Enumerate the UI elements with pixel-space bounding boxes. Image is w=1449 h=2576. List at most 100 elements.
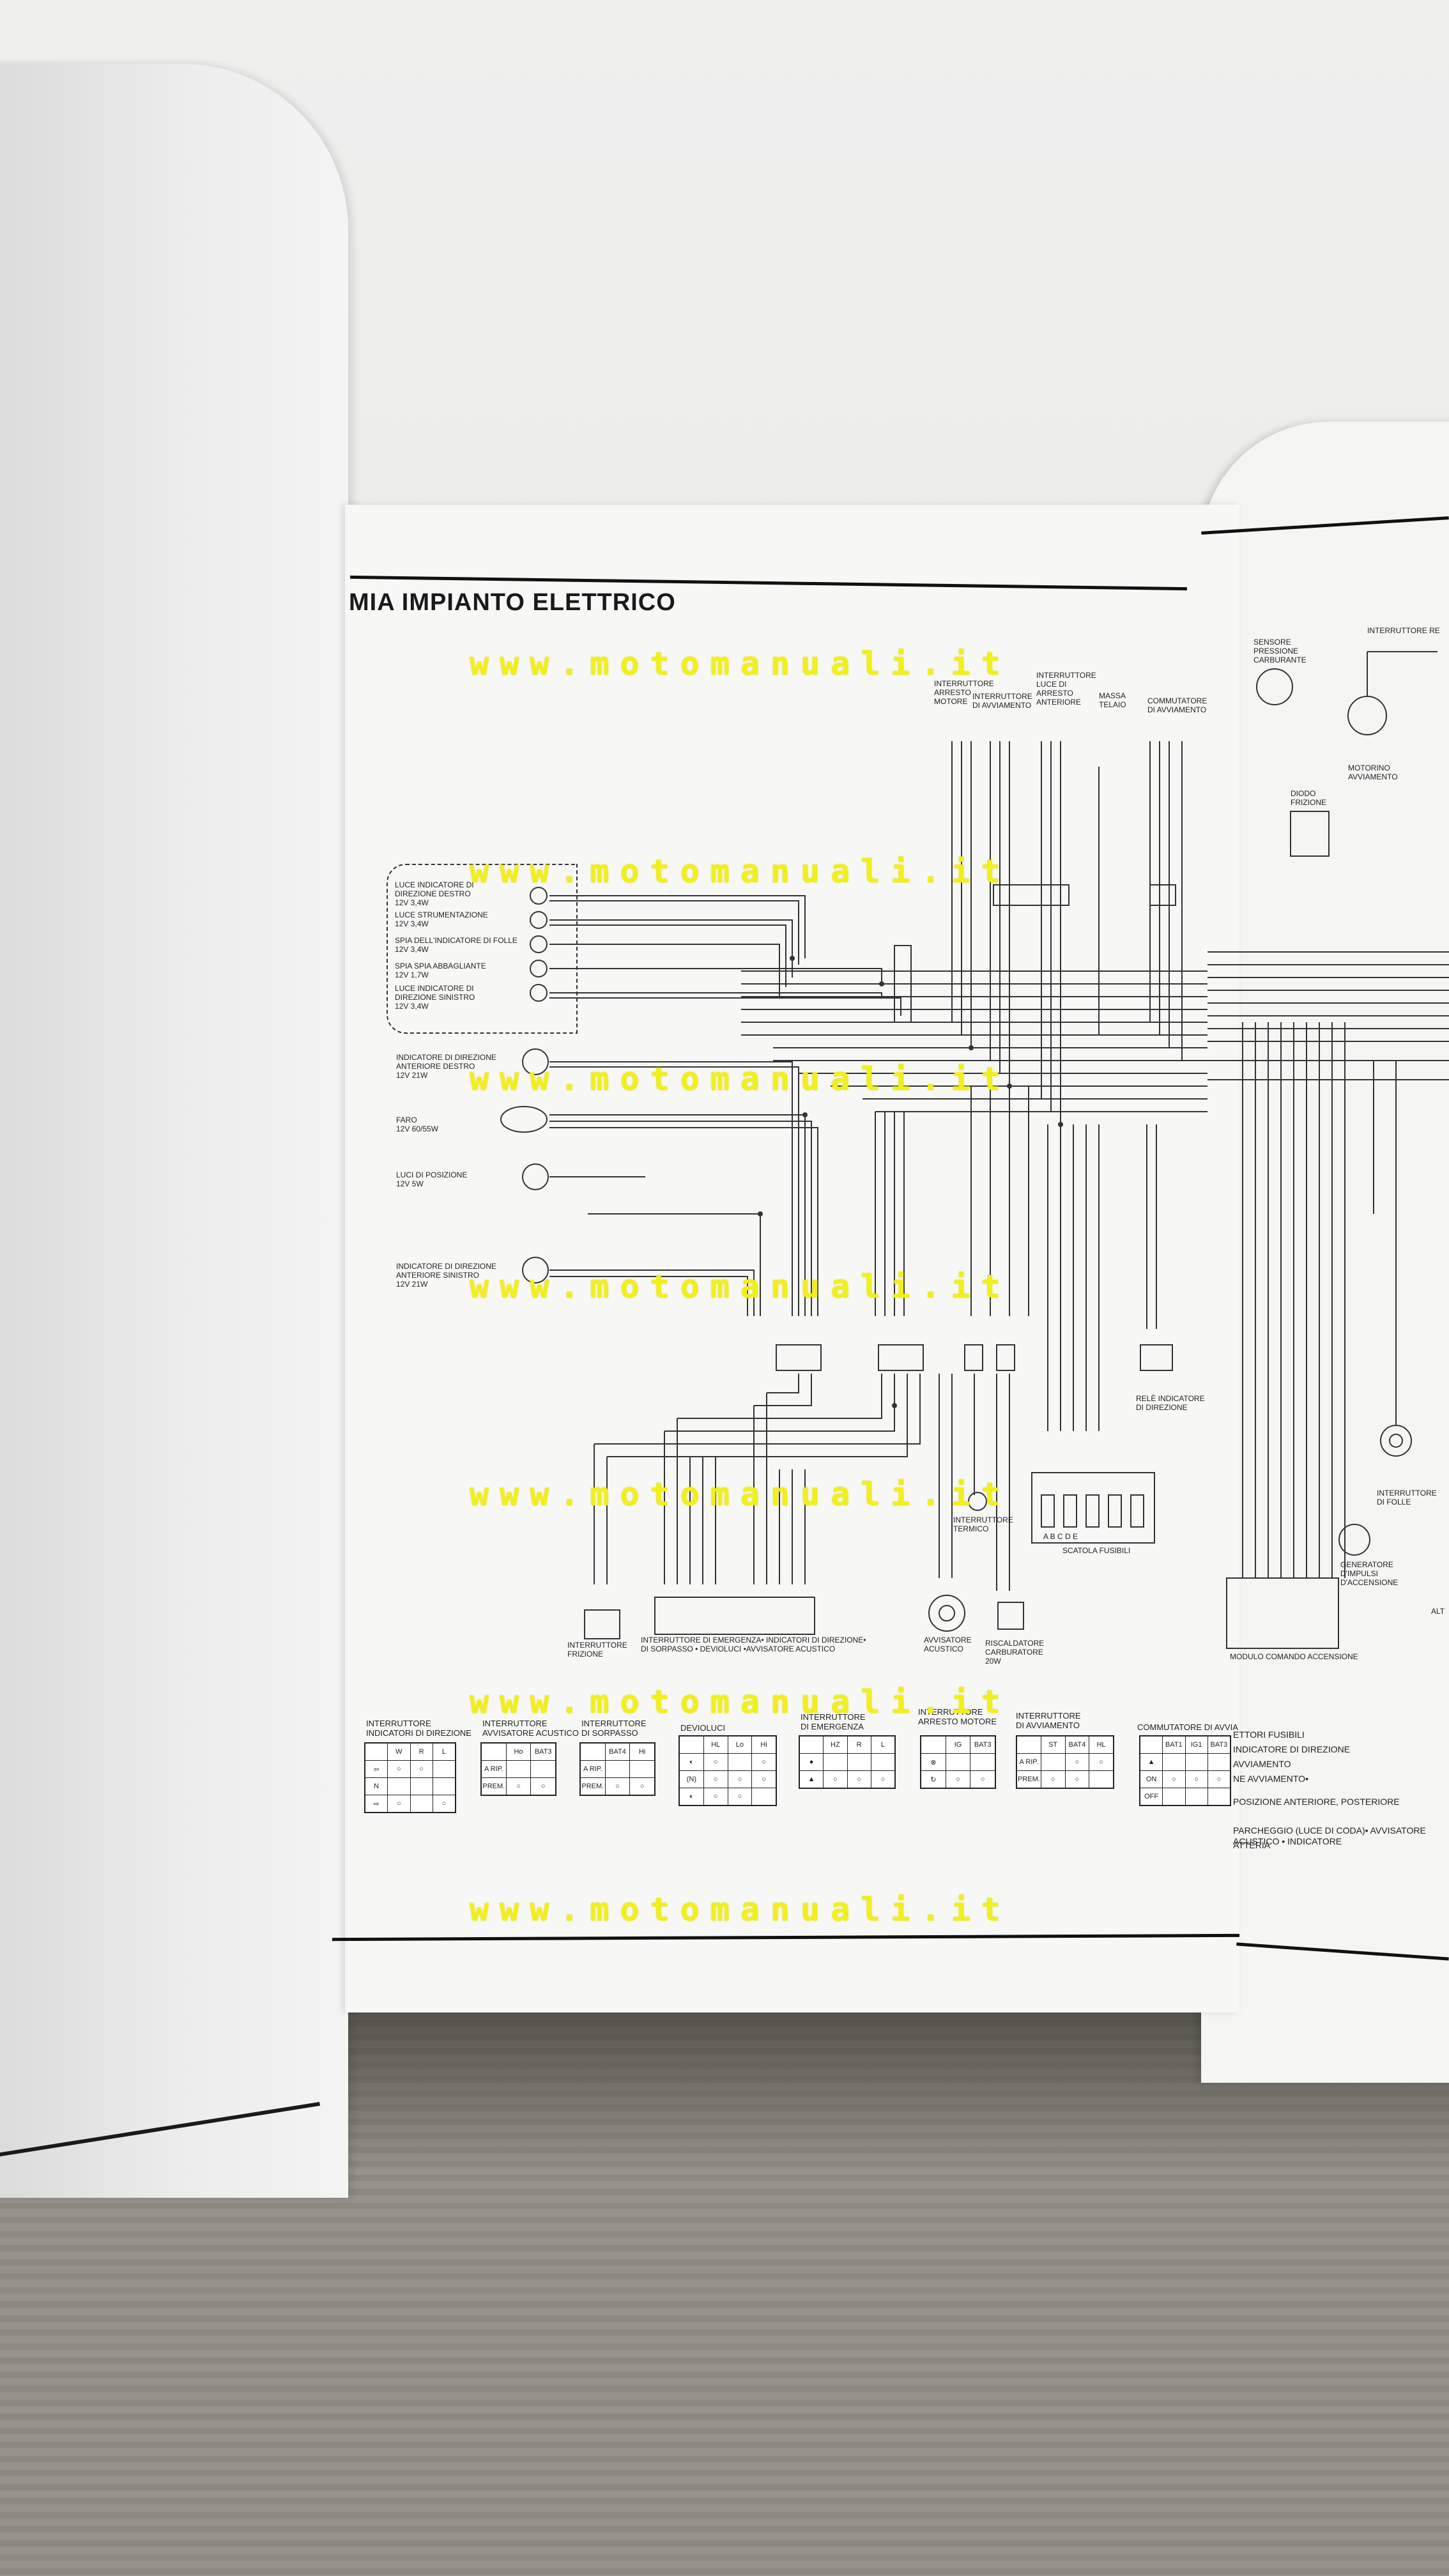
table-cell	[411, 1795, 433, 1812]
label-diodo: DIODO FRIZIONE	[1291, 789, 1326, 807]
table-cell	[970, 1754, 995, 1770]
table-row: ON○○○	[1140, 1771, 1230, 1788]
table-cell	[946, 1754, 971, 1770]
table-cell: PREM.	[482, 1778, 507, 1795]
table-cell	[800, 1736, 824, 1753]
table-cell	[824, 1754, 848, 1770]
table-cell: ST	[1041, 1736, 1066, 1753]
label-ind-ant-sx: INDICATORE DI DIREZIONE ANTERIORE SINIST…	[396, 1262, 496, 1289]
label-modulo: MODULO COMANDO ACCENSIONE	[1230, 1652, 1358, 1661]
table-row: PREM.○○	[482, 1778, 555, 1795]
table-row: ⇦○○	[365, 1761, 455, 1778]
table-cell: ○	[606, 1778, 631, 1795]
label-int-luce-stop: INTERRUTTORE LUCE DI ARRESTO ANTERIORE	[1036, 671, 1096, 707]
table-cell: ○	[1099, 1758, 1103, 1766]
table-cell	[1140, 1736, 1163, 1753]
table-row: ▲	[1140, 1754, 1230, 1771]
label-interruttore-re: INTERRUTTORE RE	[1367, 626, 1440, 635]
table-cell: BAT1	[1163, 1736, 1186, 1753]
table-row: ⇨○○	[365, 1795, 455, 1812]
label-luci-posizione: LUCI DI POSIZIONE 12V 5W	[396, 1170, 468, 1188]
table-cell: A RIP.	[482, 1761, 507, 1777]
table-cell: ○	[1163, 1771, 1186, 1788]
table-cell: BAT3	[534, 1748, 552, 1756]
table-cell	[606, 1761, 631, 1777]
table-cell: ●	[800, 1754, 824, 1770]
table-cell: PREM.	[581, 1778, 606, 1795]
table-cell	[1208, 1754, 1230, 1770]
table-cell: ○	[762, 1758, 766, 1766]
table-title-avvisatore: INTERRUTTORE AVVISATORE ACUSTICO	[482, 1719, 579, 1738]
label-luce-ind-dx: LUCE INDICATORE DI DIREZIONE DESTRO 12V …	[395, 880, 474, 907]
table-cell: R	[411, 1744, 433, 1760]
table-cell: ◐	[680, 1788, 704, 1805]
label-fuse-letters: A B C D E	[1043, 1532, 1078, 1541]
table-cell: IG	[946, 1736, 971, 1753]
table-title-sorpasso: INTERRUTTORE DI SORPASSO	[581, 1719, 647, 1738]
table-cell: ○	[728, 1788, 753, 1805]
table-cell: ○	[441, 1800, 447, 1807]
left-page	[0, 64, 348, 2198]
watermark-6: www.motomanuali.it	[470, 1683, 1011, 1721]
table-cell: ↻	[921, 1771, 946, 1788]
table-row: (N)○○○	[680, 1771, 776, 1788]
table-cell	[482, 1744, 507, 1760]
table-cell	[871, 1754, 894, 1770]
table-cell: ○	[411, 1761, 433, 1777]
label-int-arresto: INTERRUTTORE ARRESTO MOTORE	[934, 679, 994, 706]
table-cell	[1163, 1788, 1186, 1805]
table-cell	[433, 1778, 455, 1795]
table-cell: ON	[1140, 1771, 1163, 1788]
right-legend-6: ATTERIA	[1233, 1840, 1271, 1850]
right-legend-5: PARCHEGGIO (LUCE DI CODA)• AVVISATORE AC…	[1233, 1825, 1426, 1846]
watermark-5: www.motomanuali.it	[470, 1476, 1011, 1513]
table-row: A RIP.	[581, 1761, 654, 1778]
table-cell	[365, 1744, 388, 1760]
table-cell	[507, 1761, 532, 1777]
page-title: MIA IMPIANTO ELETTRICO	[349, 589, 676, 616]
label-luce-ind-sx: LUCE INDICATORE DI DIREZIONE SINISTRO 12…	[395, 984, 475, 1011]
table-cell: PREM.	[1017, 1771, 1041, 1788]
table-cell	[1208, 1788, 1230, 1805]
table-row: ↻○○	[921, 1771, 995, 1788]
table-row: ◐○○	[680, 1788, 776, 1805]
table-cell: HL	[704, 1736, 728, 1753]
table-cell	[848, 1754, 871, 1770]
table-cell	[1186, 1754, 1208, 1770]
label-alt: ALT	[1431, 1607, 1445, 1616]
label-int-emergenza: INTERRUTTORE DI EMERGENZA• INDICATORI DI…	[641, 1636, 866, 1653]
table-row: ●	[800, 1754, 894, 1771]
table-cell: A RIP.	[581, 1761, 606, 1777]
right-legend-4: POSIZIONE ANTERIORE, POSTERIORE	[1233, 1797, 1400, 1807]
table-cell: A RIP.	[1017, 1754, 1041, 1770]
table-cell: BAT3	[974, 1741, 992, 1749]
table-cell: ○	[880, 1775, 885, 1783]
table-cell	[752, 1788, 776, 1805]
label-int-avviamento: INTERRUTTORE DI AVVIAMENTO	[972, 692, 1032, 710]
table-row: PREM.○○	[1017, 1771, 1113, 1788]
watermark-4: www.motomanuali.it	[470, 1268, 1011, 1305]
table-cell	[531, 1761, 555, 1777]
table-cell: R	[848, 1736, 871, 1753]
table-cell	[411, 1778, 433, 1795]
table-cell: ⇦	[365, 1761, 388, 1777]
table-row: ▲○○○	[800, 1771, 894, 1788]
label-ind-ant-dx: INDICATORE DI DIREZIONE ANTERIORE DESTRO…	[396, 1053, 496, 1080]
table-cell: BAT4	[606, 1744, 631, 1760]
table-cell: ○	[980, 1775, 985, 1783]
table-title-arresto-motore: INTERRUTTORE ARRESTO MOTORE	[918, 1707, 997, 1726]
table-cell	[581, 1744, 606, 1760]
table-cell	[388, 1778, 411, 1795]
table-cell	[1163, 1754, 1186, 1770]
table-cell: ○	[728, 1771, 753, 1788]
table-cell: ⊗	[921, 1754, 946, 1770]
